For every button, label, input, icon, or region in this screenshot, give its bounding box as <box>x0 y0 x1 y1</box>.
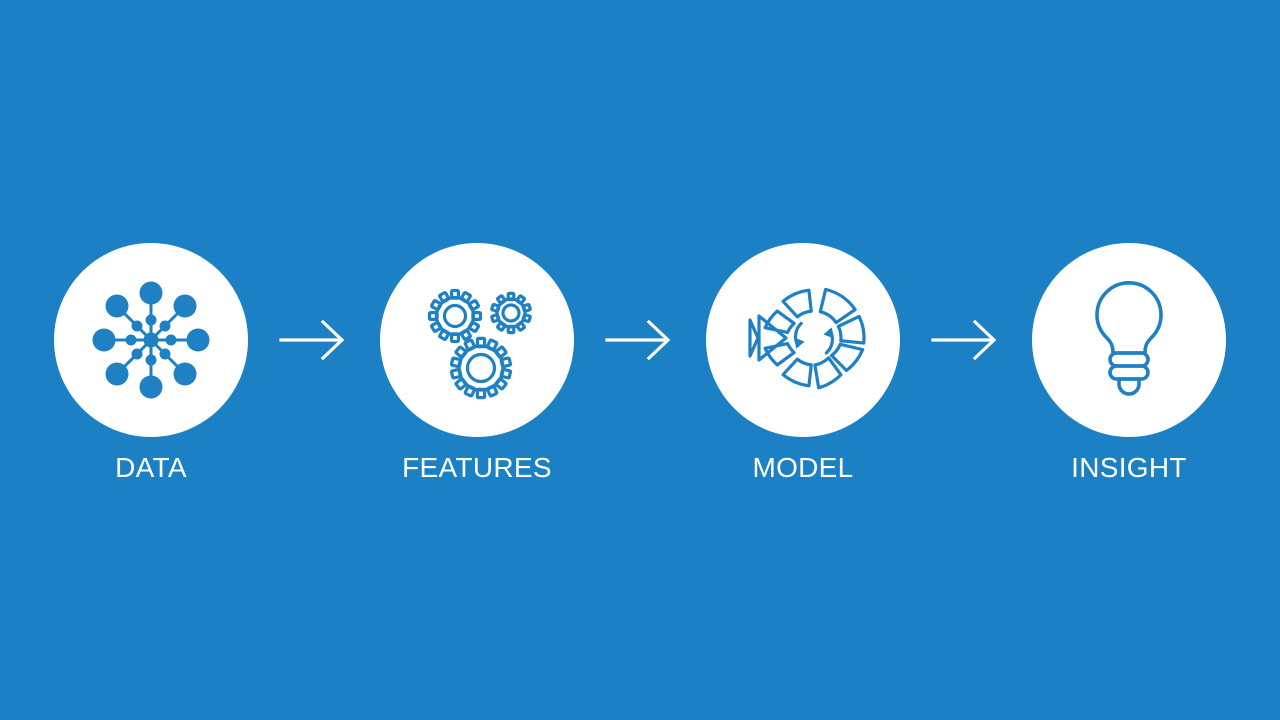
flow-step-features[interactable]: FEATURES <box>379 243 575 485</box>
flow-step-label-features: FEATURES <box>402 452 552 483</box>
segmented-wheel-refresh-icon <box>748 287 866 390</box>
icon-disc-data <box>54 243 248 437</box>
arrow-right-icon <box>279 320 345 360</box>
flow-connector-data-to-features <box>249 243 379 437</box>
arrow-right-icon <box>605 320 671 360</box>
icon-disc-model <box>706 243 900 437</box>
process-flow: DATA <box>0 243 1280 503</box>
light-bulb-icon <box>1095 281 1163 396</box>
icon-disc-features <box>380 243 574 437</box>
flow-connector-model-to-insight <box>901 243 1031 437</box>
icon-disc-insight <box>1032 243 1226 437</box>
flow-step-label-model: MODEL <box>752 452 854 483</box>
network-nodes-icon <box>92 281 210 399</box>
flow-step-label-insight: INSIGHT <box>1071 452 1187 483</box>
flow-step-model[interactable]: MODEL <box>705 243 901 485</box>
flow-connector-features-to-model <box>575 243 705 437</box>
flow-step-insight[interactable]: INSIGHT <box>1031 243 1227 485</box>
arrow-right-icon <box>931 320 997 360</box>
flow-step-label-data: DATA <box>115 452 187 483</box>
gears-icon <box>427 288 532 400</box>
flow-step-data[interactable]: DATA <box>53 243 249 485</box>
